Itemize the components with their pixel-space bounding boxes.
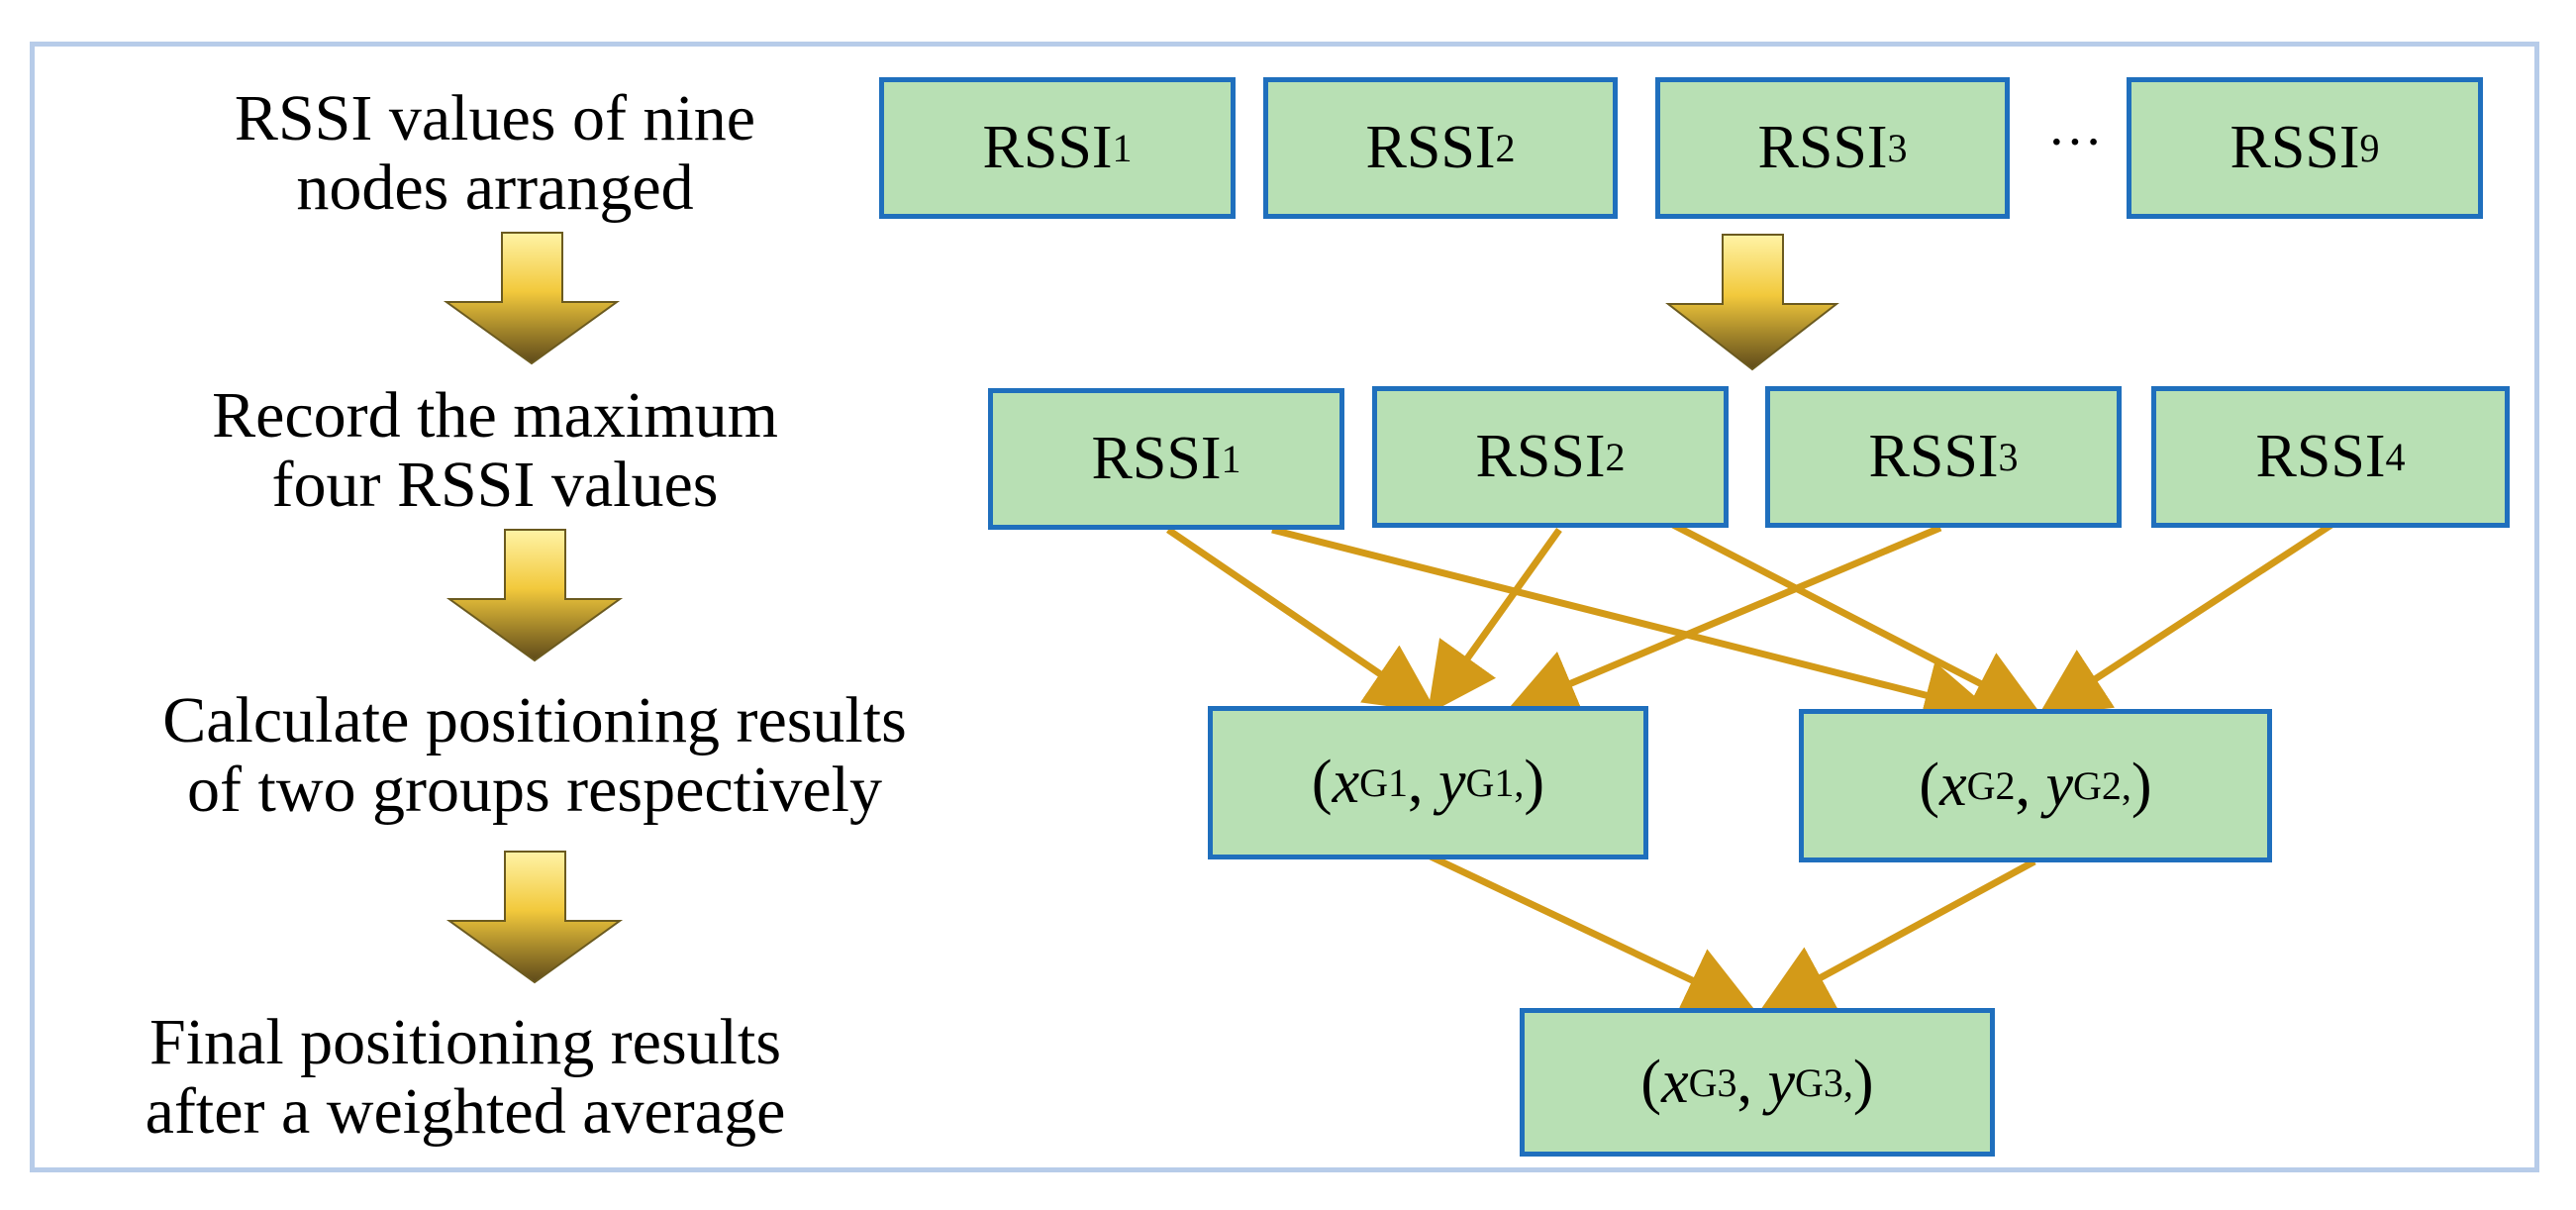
connector-rssi1-g1	[1166, 527, 1437, 713]
step-4-line-2: after a weighted average	[145, 1075, 786, 1148]
x-symbol: x	[1661, 1048, 1689, 1116]
step-3-line-2: of two groups respectively	[187, 754, 882, 826]
step-1-line-2: nodes arranged	[296, 151, 694, 224]
step-arrow-2	[446, 529, 624, 662]
x-symbol: x	[1939, 752, 1967, 819]
x-symbol: x	[1332, 749, 1360, 816]
step-label-3: Calculate positioning results of two gro…	[79, 686, 990, 825]
paren-open: (	[1919, 752, 1940, 819]
step-label-4: Final positioning results after a weight…	[79, 1008, 851, 1147]
connector-g1-g3	[1429, 853, 1755, 1012]
connector-rssi4-g2	[2037, 522, 2333, 717]
step-4-line-1: Final positioning results	[149, 1006, 782, 1078]
y-subscript: G3,	[1795, 1059, 1853, 1105]
step-label-1: RSSI values of nine nodes arranged	[109, 84, 881, 223]
node-label: RSSI	[1365, 114, 1496, 181]
step-3-line-1: Calculate positioning results	[162, 684, 907, 756]
step-1-line-1: RSSI values of nine	[234, 82, 756, 154]
node-subscript: 3	[1887, 126, 1908, 170]
connector-rssi3-g1	[1507, 524, 1942, 716]
node-subscript: 9	[2359, 126, 2380, 170]
step-2-line-2: four RSSI values	[271, 449, 719, 521]
x-subscript: G1	[1359, 760, 1408, 805]
node-label: RSSI	[1091, 425, 1222, 492]
paren-close: )	[1524, 749, 1545, 816]
connector-rssi2-g1	[1427, 527, 1562, 715]
node-subscript: 2	[1605, 435, 1626, 479]
ellipsis: ···	[2047, 112, 2103, 173]
connector-rssi2-g2	[1671, 521, 2042, 716]
node-subscript: 4	[2385, 435, 2406, 479]
x-subscript: G3	[1688, 1059, 1737, 1105]
step-label-2: Record the maximum four RSSI values	[109, 381, 881, 520]
y-subscript: G1,	[1465, 760, 1525, 805]
y-symbol: y	[2045, 752, 2074, 819]
step-2-line-1: Record the maximum	[212, 379, 778, 452]
node-label: RSSI	[1868, 423, 1999, 490]
separator: ,	[1408, 749, 1438, 816]
connector-g2-g3	[1759, 857, 2036, 1011]
step-arrow-3	[446, 851, 624, 984]
x-subscript: G2	[1966, 763, 2016, 808]
connector-rssi1-g2	[1271, 526, 1994, 730]
node-label: RSSI	[2255, 423, 2386, 490]
node-subscript: 3	[1998, 435, 2019, 479]
separator: ,	[1736, 1048, 1768, 1116]
paren-open: (	[1311, 749, 1333, 816]
node-subscript: 1	[1112, 126, 1133, 170]
y-symbol: y	[1438, 749, 1466, 816]
y-symbol: y	[1767, 1048, 1796, 1116]
node-label: RSSI	[1475, 423, 1606, 490]
paren-close: )	[1852, 1048, 1874, 1116]
node-subscript: 2	[1495, 126, 1516, 170]
node-label: RSSI	[2229, 114, 2360, 181]
paren-close: )	[2130, 752, 2152, 819]
separator: ,	[2015, 752, 2046, 819]
select-arrow	[1665, 234, 1839, 371]
step-arrow-1	[443, 232, 621, 365]
node-label: RSSI	[982, 114, 1113, 181]
node-label: RSSI	[1757, 114, 1888, 181]
paren-open: (	[1640, 1048, 1662, 1116]
node-subscript: 1	[1221, 437, 1241, 481]
y-subscript: G2,	[2073, 763, 2131, 808]
